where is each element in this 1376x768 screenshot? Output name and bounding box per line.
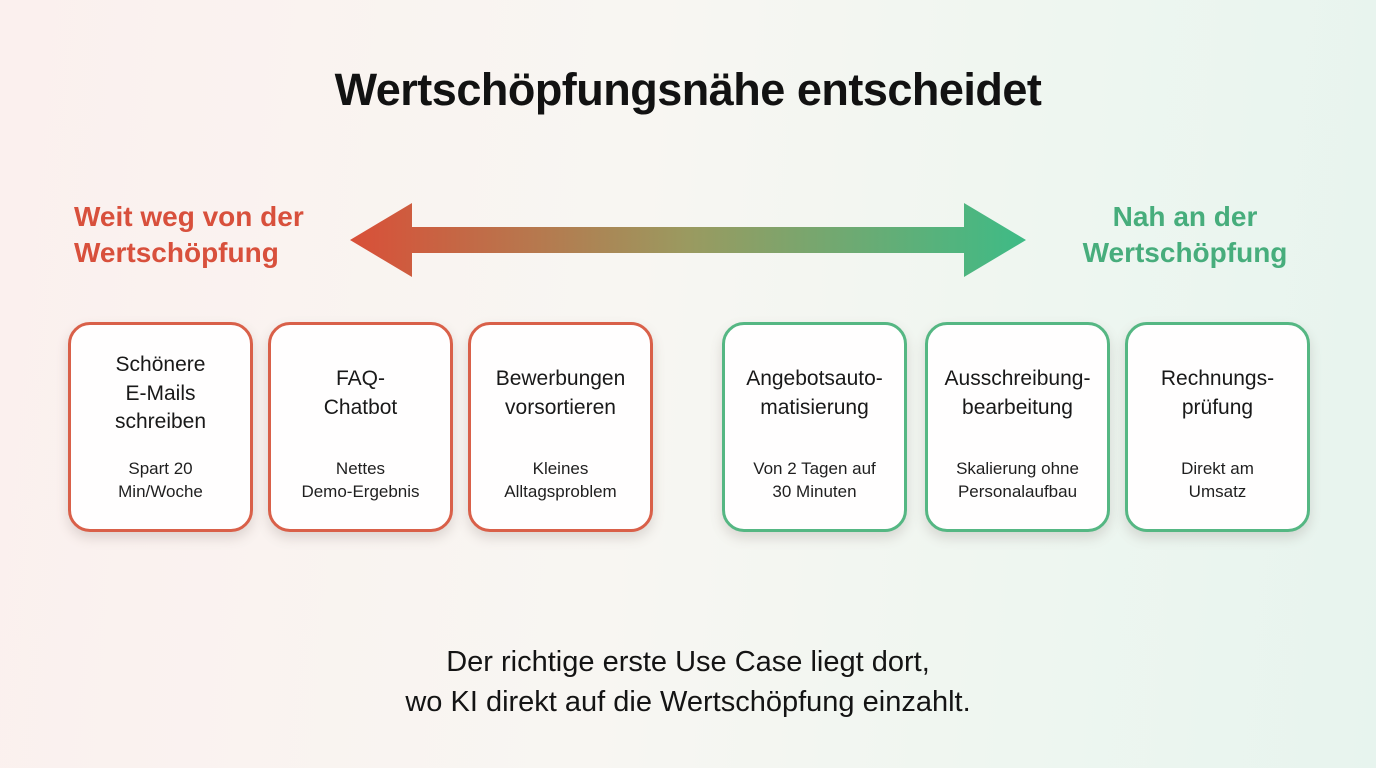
card-title: Rechnungs- prüfung xyxy=(1160,367,1275,419)
use-case-card-faq-chatbot: FAQ- Chatbot Nettes Demo-Ergebnis xyxy=(268,322,453,532)
card-subtitle: Von 2 Tagen auf 30 Minuten xyxy=(753,459,876,501)
axis-label-close-to-value: Nah an der Wertschöpfung xyxy=(1082,201,1288,269)
card-subtitle: Kleines Alltagsproblem xyxy=(504,459,617,501)
use-case-card-bewerbungen: Bewerbungen vorsortieren Kleines Alltags… xyxy=(468,322,653,532)
card-title: FAQ- Chatbot xyxy=(323,367,398,419)
use-case-card-schoenere-emails: Schönere E-Mails schreiben Spart 20 Min/… xyxy=(68,322,253,532)
use-case-card-ausschreibungbearbeitung: Ausschreibung- bearbeitung Skalierung oh… xyxy=(925,322,1110,532)
page-title: Wertschöpfungsnähe entscheidet xyxy=(334,64,1042,115)
card-title: Angebotsauto- matisierung xyxy=(746,367,883,419)
use-case-card-rechnungspruefung: Rechnungs- prüfung Direkt am Umsatz xyxy=(1125,322,1310,532)
card-subtitle: Nettes Demo-Ergebnis xyxy=(301,459,420,501)
card-title: Schönere E-Mails schreiben xyxy=(114,352,207,434)
gradient-double-arrow-icon xyxy=(350,201,1026,279)
card-subtitle: Spart 20 Min/Woche xyxy=(118,459,203,501)
card-subtitle: Skalierung ohne Personalaufbau xyxy=(956,459,1079,501)
axis-label-far-from-value: Weit weg von der Wertschöpfung xyxy=(74,201,304,269)
card-title: Ausschreibung- bearbeitung xyxy=(944,367,1091,419)
conclusion-text: Der richtige erste Use Case liegt dort, … xyxy=(405,646,971,719)
use-case-card-angebotsautomatisierung: Angebotsauto- matisierung Von 2 Tagen au… xyxy=(722,322,907,532)
card-title: Bewerbungen vorsortieren xyxy=(495,367,626,419)
card-subtitle: Direkt am Umsatz xyxy=(1181,459,1254,501)
